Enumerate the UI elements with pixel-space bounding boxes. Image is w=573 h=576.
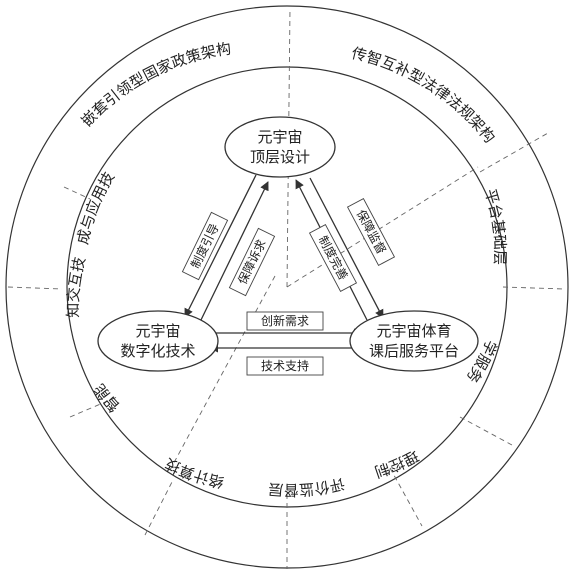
arrows-top-left <box>184 174 269 323</box>
arrow-label-jishu-zhichi: 技术支持 <box>246 356 324 376</box>
arrows-left-right <box>209 328 363 353</box>
section-dividers <box>7 7 566 569</box>
svg-text:数字化技术: 数字化技术 <box>120 342 195 360</box>
svg-text:顶层设计: 顶层设计 <box>250 148 310 166</box>
svg-text:创新需求: 创新需求 <box>261 313 309 328</box>
svg-text:课后服务平台: 课后服务平台 <box>369 342 459 360</box>
node-top-design: 元宇宙 顶层设计 <box>224 116 336 178</box>
svg-text:技术支持: 技术支持 <box>261 358 309 373</box>
node-digital-tech: 元宇宙 数字化技术 <box>97 310 219 372</box>
node-sports-platform: 元宇宙体育 课后服务平台 <box>349 310 479 372</box>
svg-text:元宇宙体育: 元宇宙体育 <box>376 322 451 340</box>
svg-text:元宇宙: 元宇宙 <box>257 128 302 146</box>
arrow-label-chuangxin-xuqiu: 创新需求 <box>246 311 324 331</box>
svg-text:元宇宙: 元宇宙 <box>135 322 180 340</box>
